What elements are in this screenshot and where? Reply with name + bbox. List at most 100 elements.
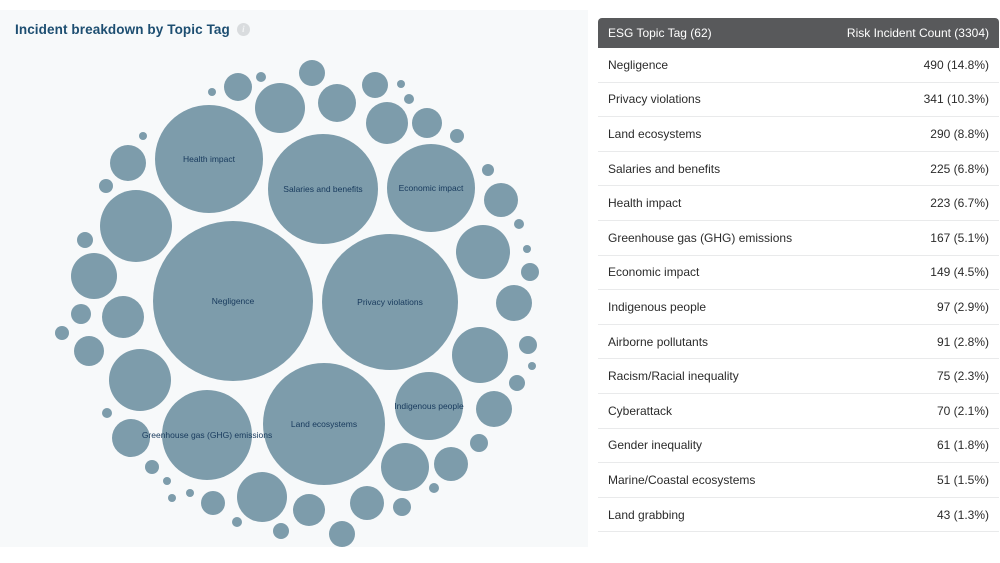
row-count-cell: 149 (4.5%) bbox=[930, 265, 989, 280]
bubble[interactable] bbox=[318, 84, 356, 122]
row-tag-cell: Greenhouse gas (GHG) emissions bbox=[608, 230, 793, 245]
bubble[interactable] bbox=[273, 523, 289, 539]
bubble[interactable] bbox=[299, 60, 325, 86]
bubble-label: Greenhouse gas (GHG) emissions bbox=[141, 430, 273, 440]
bubble[interactable] bbox=[163, 477, 171, 485]
bubble[interactable] bbox=[255, 83, 305, 133]
bubble-privacy-violations[interactable]: Privacy violations bbox=[322, 234, 458, 370]
bubble[interactable] bbox=[434, 447, 468, 481]
bubble-land-ecosystems[interactable]: Land ecosystems bbox=[263, 363, 385, 485]
bubble[interactable] bbox=[232, 517, 242, 527]
bubble[interactable] bbox=[71, 304, 91, 324]
bubble[interactable] bbox=[412, 108, 442, 138]
bubble[interactable] bbox=[509, 375, 525, 391]
bubble[interactable] bbox=[237, 472, 287, 522]
table-row[interactable]: Indigenous people 97 (2.9%) bbox=[598, 290, 999, 325]
row-count-cell: 167 (5.1%) bbox=[930, 230, 989, 245]
row-count-cell: 97 (2.9%) bbox=[936, 299, 989, 314]
row-tag-cell: Land grabbing bbox=[608, 507, 685, 522]
bubble[interactable] bbox=[55, 326, 69, 340]
bubble[interactable] bbox=[450, 129, 464, 143]
bubble[interactable] bbox=[476, 391, 512, 427]
bubble[interactable] bbox=[145, 460, 159, 474]
bubble[interactable] bbox=[393, 498, 411, 516]
row-tag-cell: Privacy violations bbox=[608, 92, 701, 107]
bubble[interactable] bbox=[350, 486, 384, 520]
bubble-salaries-and-benefits[interactable]: Salaries and benefits bbox=[268, 134, 378, 244]
bubble-health-impact[interactable]: Health impact bbox=[155, 105, 263, 213]
bubble[interactable] bbox=[112, 419, 150, 457]
bubble[interactable] bbox=[397, 80, 405, 88]
bubble[interactable] bbox=[528, 362, 536, 370]
bubble[interactable] bbox=[521, 263, 539, 281]
table-row[interactable]: Land grabbing 43 (1.3%) bbox=[598, 497, 999, 533]
bubble[interactable] bbox=[201, 491, 225, 515]
bubble[interactable] bbox=[100, 190, 172, 262]
row-tag-cell: Salaries and benefits bbox=[608, 161, 721, 176]
bubble[interactable] bbox=[484, 183, 518, 217]
bubble[interactable] bbox=[99, 179, 113, 193]
bubble[interactable] bbox=[224, 73, 252, 101]
bubble[interactable] bbox=[71, 253, 117, 299]
bubble-label: Indigenous people bbox=[394, 401, 464, 411]
row-tag-cell: Marine/Coastal ecosystems bbox=[608, 472, 756, 487]
table-header: ESG Topic Tag (62) Risk Incident Count (… bbox=[598, 18, 999, 48]
info-icon[interactable]: i bbox=[236, 23, 250, 36]
header-tag-cell: ESG Topic Tag (62) bbox=[608, 26, 712, 40]
row-count-cell: 75 (2.3%) bbox=[936, 369, 989, 384]
table-row[interactable]: Salaries and benefits 225 (6.8%) bbox=[598, 151, 999, 187]
row-count-cell: 490 (14.8%) bbox=[923, 57, 989, 72]
bubble[interactable] bbox=[109, 349, 171, 411]
bubble[interactable] bbox=[456, 225, 510, 279]
bubble-economic-impact[interactable]: Economic impact bbox=[387, 144, 475, 232]
bubble-greenhouse-gas-ghg-emissions[interactable]: Greenhouse gas (GHG) emissions bbox=[142, 390, 272, 480]
bubble[interactable] bbox=[102, 296, 144, 338]
row-count-cell: 43 (1.3%) bbox=[936, 507, 989, 522]
row-count-cell: 91 (2.8%) bbox=[936, 334, 989, 349]
table-row[interactable]: Greenhouse gas (GHG) emissions 167 (5.1%) bbox=[598, 220, 999, 256]
bubble[interactable] bbox=[74, 336, 104, 366]
bubble[interactable] bbox=[429, 483, 439, 493]
bubble[interactable] bbox=[519, 336, 537, 354]
row-count-cell: 225 (6.8%) bbox=[930, 161, 989, 176]
bubble[interactable] bbox=[139, 132, 147, 140]
bubble-negligence[interactable]: Negligence bbox=[153, 221, 313, 381]
bubble[interactable] bbox=[77, 232, 93, 248]
bubble[interactable] bbox=[482, 164, 494, 176]
bubble[interactable] bbox=[366, 102, 408, 144]
bubble[interactable] bbox=[329, 521, 355, 547]
bubble[interactable] bbox=[362, 72, 388, 98]
row-tag-cell: Indigenous people bbox=[608, 299, 707, 314]
bubble[interactable] bbox=[168, 494, 176, 502]
bubble[interactable] bbox=[470, 434, 488, 452]
bubble[interactable] bbox=[381, 443, 429, 491]
bubble[interactable] bbox=[102, 408, 112, 418]
bubble[interactable] bbox=[293, 494, 325, 526]
bubble[interactable] bbox=[404, 94, 414, 104]
bubble-indigenous-people[interactable]: Indigenous people bbox=[394, 372, 464, 440]
bubble[interactable] bbox=[186, 489, 194, 497]
row-count-cell: 70 (2.1%) bbox=[936, 403, 989, 418]
bubble[interactable] bbox=[110, 145, 146, 181]
bubble-label: Salaries and benefits bbox=[283, 184, 363, 194]
header-count-cell: Risk Incident Count (3304) bbox=[846, 26, 989, 40]
bubble[interactable] bbox=[514, 219, 524, 229]
bubble[interactable] bbox=[208, 88, 216, 96]
bubble[interactable] bbox=[452, 327, 508, 383]
bubble[interactable] bbox=[256, 72, 266, 82]
bubble[interactable] bbox=[523, 245, 531, 253]
bubble[interactable] bbox=[496, 285, 532, 321]
